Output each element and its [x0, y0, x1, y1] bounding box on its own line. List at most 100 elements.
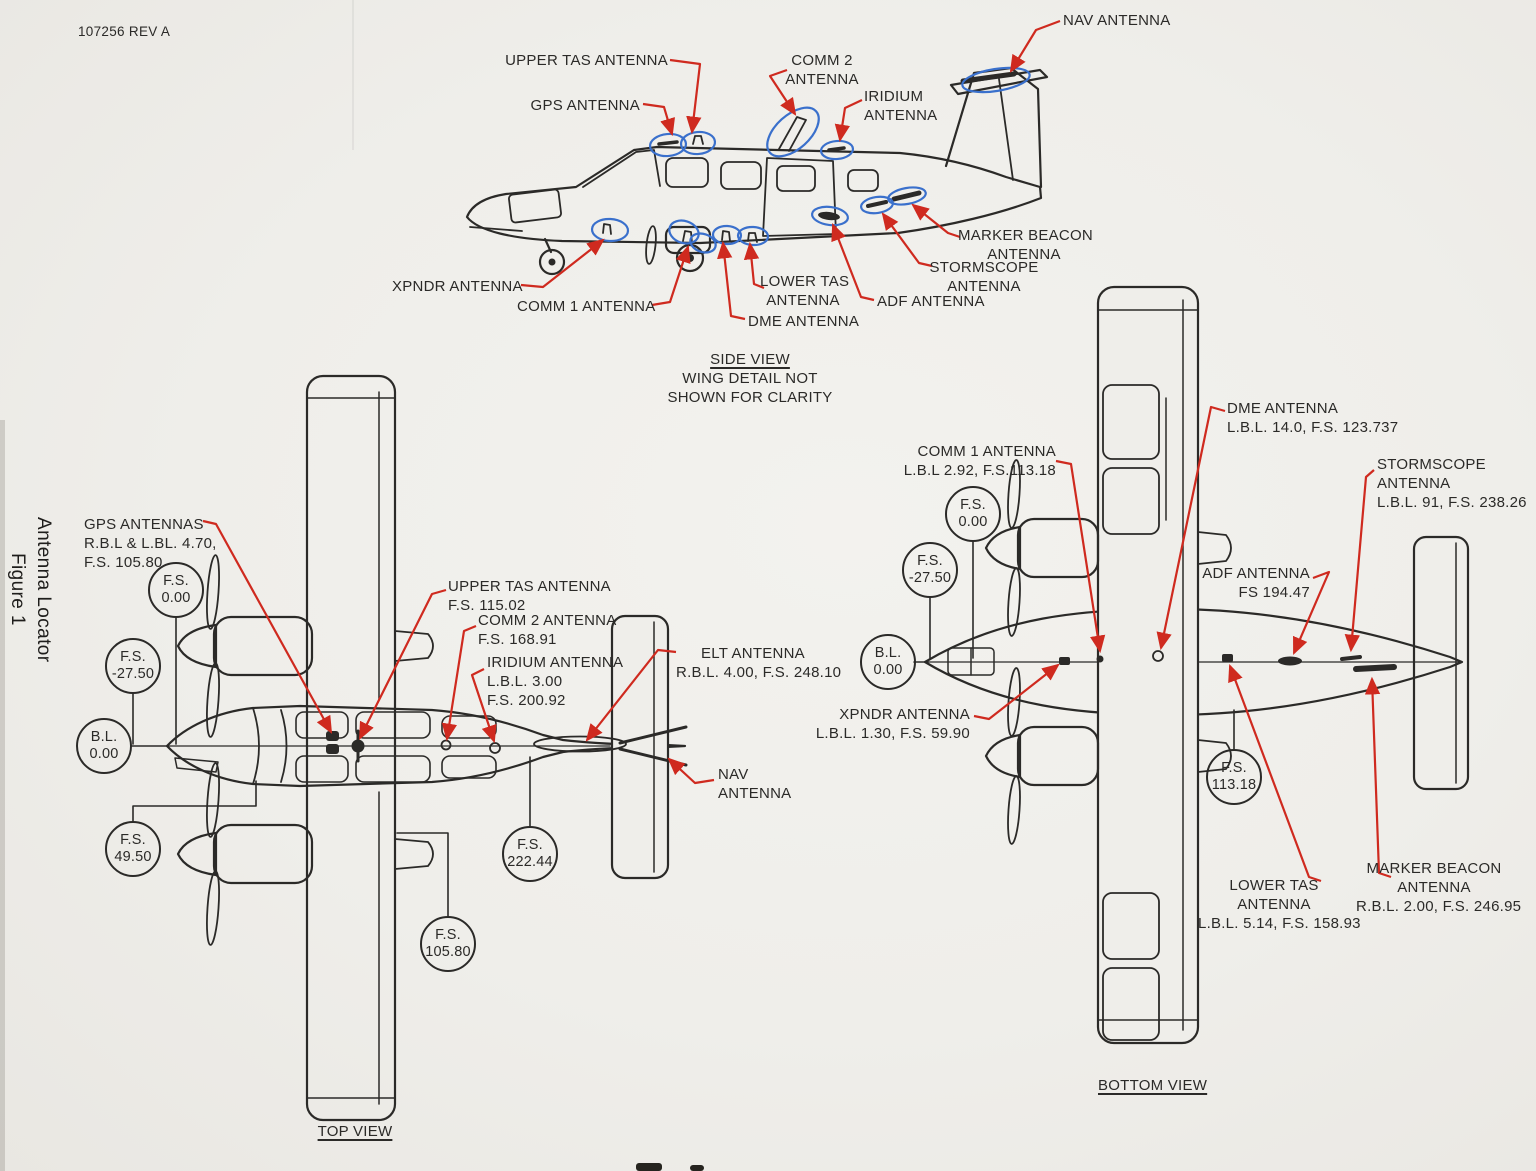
- bottom-engine-upper-nacelle: [1016, 517, 1100, 579]
- side-iridium-antenna-mark: [827, 146, 846, 152]
- view-caption-text: TOP VIEW: [317, 1123, 393, 1140]
- station-line: 49.50: [114, 849, 152, 865]
- label-line: COMM 2 ANTENNA: [478, 612, 617, 629]
- side-label-stormscope: STORMSCOPE ANTENNA: [928, 258, 1040, 296]
- top-engine-lower-fairing: [394, 838, 434, 870]
- station-line: F.S.: [120, 649, 146, 665]
- top-upper-tas-leader: [359, 588, 447, 740]
- station-line: 0.00: [89, 746, 119, 762]
- side-nose-wheel-hub: [548, 258, 556, 266]
- label-line: F.S. 105.80: [84, 554, 163, 571]
- station-circle-fs-222: F.S.222.44: [502, 826, 558, 882]
- side-view-drawing: [465, 66, 1049, 276]
- side-nose-wheel: [538, 248, 566, 276]
- side-comm2-antenna-mark: [778, 116, 807, 152]
- label-line: STORMSCOPE: [929, 259, 1039, 276]
- bottom-view-caption: BOTTOM VIEW: [1098, 1076, 1207, 1095]
- bottom-prop-blade: [1007, 775, 1021, 845]
- figure-title: Antenna Locator: [33, 516, 54, 663]
- bottom-wing-panel: [1102, 892, 1160, 960]
- top-label-nav: NAV ANTENNA: [718, 765, 791, 803]
- label-line: ADF ANTENNA: [877, 293, 985, 310]
- top-view-leaders: [202, 519, 715, 785]
- figure-number: Figure 1: [7, 553, 28, 626]
- top-fuselage-outline: [165, 704, 687, 788]
- top-prop-blade: [206, 662, 220, 738]
- document-number: 107256 REV A: [78, 24, 171, 39]
- bottom-wing-control-lines: [1097, 299, 1199, 1031]
- scan-smudge: [690, 1165, 704, 1171]
- label-line: ANTENNA: [1397, 879, 1471, 896]
- side-comm1-leader: [651, 244, 691, 307]
- top-cabin-panel: [355, 711, 431, 739]
- label-line: L.B.L 2.92, F.S.113.18: [903, 462, 1056, 479]
- bottom-wing: [1096, 285, 1200, 1045]
- side-window-3: [847, 169, 879, 192]
- bottom-engine-lower-nacelle: [1016, 725, 1100, 787]
- station-line: B.L.: [90, 729, 118, 745]
- station-line: 113.18: [1211, 777, 1257, 793]
- top-gps-leader: [202, 519, 333, 734]
- side-prop-blade: [645, 225, 657, 265]
- side-nav-highlight-ellipse: [961, 66, 1031, 94]
- bottom-t-stab: [1412, 535, 1470, 791]
- top-label-comm2: COMM 2 ANTENNA F.S. 168.91: [478, 611, 617, 649]
- side-label-adf: ADF ANTENNA: [877, 292, 985, 311]
- side-window-2: [720, 161, 762, 190]
- side-label-gps: GPS ANTENNA: [520, 96, 640, 115]
- side-label-xpndr: XPNDR ANTENNA: [392, 277, 523, 296]
- label-line: L.B.L. 3.00: [487, 673, 563, 690]
- top-cabin-panel: [441, 755, 497, 779]
- station-circle-fs-0: F.S.0.00: [945, 486, 1001, 542]
- top-wing-control-lines: [306, 391, 396, 1105]
- side-windshield: [582, 149, 661, 188]
- side-door-window: [776, 165, 816, 192]
- side-iridium-leader: [834, 99, 863, 143]
- bottom-adf-leader: [1292, 570, 1331, 656]
- label-line: XPNDR ANTENNA: [392, 278, 523, 295]
- side-main-wheel-hub: [686, 254, 694, 262]
- label-line: F.S. 200.92: [487, 692, 566, 709]
- side-label-dme: DME ANTENNA: [748, 312, 859, 331]
- side-comm1-highlight-ellipse-b: [689, 232, 717, 254]
- bottom-prop-blade: [1007, 667, 1021, 737]
- station-line: 105.80: [425, 944, 471, 960]
- side-label-comm1: COMM 1 ANTENNA: [517, 297, 655, 316]
- top-nose-gear-door: [174, 757, 219, 773]
- bottom-wing-panel: [1102, 467, 1160, 535]
- top-elt-leader: [585, 648, 677, 742]
- label-line: NAV: [718, 766, 749, 783]
- top-gps-antenna-mark: [326, 731, 339, 741]
- label-line: ANTENNA: [718, 785, 792, 802]
- side-gps-antenna-mark: [657, 140, 679, 146]
- bottom-xpndr-leader: [973, 663, 1060, 721]
- top-windshield-arcs: [252, 707, 288, 785]
- side-view-caption: SIDE VIEW WING DETAIL NOT SHOWN FOR CLAR…: [645, 350, 855, 407]
- label-line: L.B.L. 1.30, F.S. 59.90: [815, 725, 970, 742]
- bottom-lower-tas-antenna-mark: [1222, 654, 1233, 662]
- side-lower-tas-antenna-mark: [747, 232, 758, 243]
- top-prop-blade: [206, 870, 220, 946]
- top-cabin-panel: [295, 755, 349, 783]
- bottom-adf-antenna-mark: [1278, 656, 1302, 666]
- label-line: R.B.L. 4.00, F.S. 248.10: [676, 664, 842, 681]
- station-line: 0.00: [958, 514, 988, 530]
- side-xpndr-leader: [520, 238, 605, 289]
- station-line: F.S.: [960, 497, 986, 513]
- station-circle-fs-m27: F.S.-27.50: [902, 542, 958, 598]
- top-cabin-panel: [355, 755, 431, 783]
- label-line: ANTENNA: [947, 278, 1021, 295]
- side-comm2-leader: [768, 68, 797, 116]
- scan-smudge: [636, 1163, 662, 1171]
- bottom-engine-lower-spinner: [984, 733, 1022, 779]
- label-line: F.S. 168.91: [478, 631, 557, 648]
- side-vertical-fin: [944, 66, 1043, 189]
- label-line: GPS ANTENNA: [530, 97, 640, 114]
- side-dme-leader: [717, 240, 746, 321]
- label-line: DME ANTENNA: [748, 313, 860, 330]
